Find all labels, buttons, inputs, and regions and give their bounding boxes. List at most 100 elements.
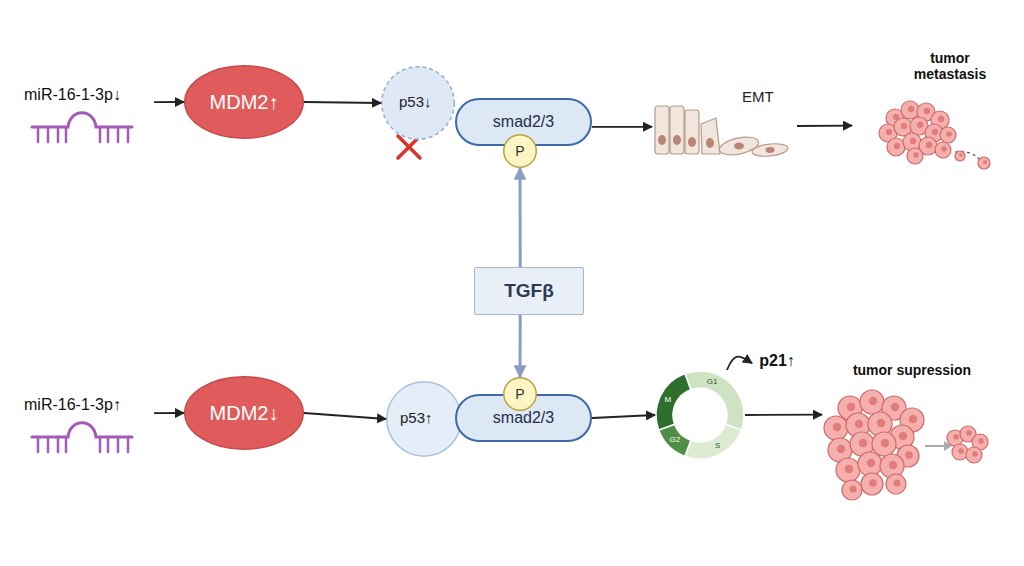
cell-body <box>935 142 951 158</box>
cell-nucleus <box>946 131 952 137</box>
cell-nucleus <box>917 122 923 128</box>
cell-nucleus <box>706 138 714 148</box>
mesenchymal-cell <box>751 142 788 158</box>
tumor-cell <box>860 390 884 414</box>
pathway-arrow <box>519 315 522 377</box>
cell-nucleus <box>845 465 853 473</box>
pathway-arrow <box>154 101 184 103</box>
cell-nucleus <box>959 153 963 157</box>
cell-nucleus <box>909 415 917 423</box>
pathway-arrow <box>154 412 184 414</box>
cell-cycle: G1SG2M <box>655 370 745 460</box>
phospho-circle: P <box>503 134 537 168</box>
cell-nucleus <box>908 106 914 112</box>
tumor-cell <box>907 148 923 164</box>
node-shape <box>185 377 304 450</box>
cell-nucleus <box>847 403 855 411</box>
node-label: p53↑ <box>400 409 455 426</box>
tumor-clusters <box>824 101 990 500</box>
cell-body <box>940 127 956 143</box>
cell-body <box>952 444 968 460</box>
cell-nucleus <box>881 439 889 447</box>
cell-nucleus <box>891 403 899 411</box>
phase-label: G1 <box>707 377 718 386</box>
cell-body <box>861 473 883 495</box>
cell-nucleus <box>941 146 947 152</box>
cell-body <box>901 101 919 119</box>
node-label: tumor supression <box>822 362 1002 378</box>
node-label: p21↑ <box>752 350 802 372</box>
pathway-arrow <box>519 168 522 267</box>
cell-nucleus <box>673 135 681 145</box>
cell-nucleus <box>688 137 696 147</box>
phase-label: S <box>715 441 720 450</box>
node-shape <box>387 382 462 457</box>
cell-nucleus <box>913 152 919 158</box>
tumor-cell <box>858 452 882 476</box>
cell-nucleus <box>869 479 877 487</box>
outcome-illustration: tumor supression <box>822 362 1002 497</box>
cell-nucleus <box>869 397 877 405</box>
node-label: MDM2↑ <box>184 65 304 139</box>
cell-nucleus <box>855 420 863 428</box>
cell-body <box>872 432 896 456</box>
cell-nucleus <box>905 451 913 459</box>
rna-bases <box>38 437 128 452</box>
pathway-arrow <box>592 415 655 418</box>
cell-nucleus <box>910 138 916 144</box>
mirna-hairpin <box>32 113 132 142</box>
cell-body <box>966 447 982 463</box>
cell-nucleus <box>938 116 944 122</box>
cell-nucleus <box>766 147 775 153</box>
node-label: P <box>503 377 537 411</box>
cell-nucleus <box>924 108 930 114</box>
pathway-arrow <box>304 102 381 103</box>
cell-body <box>978 157 990 169</box>
cell-body <box>824 416 848 440</box>
transition-cell <box>701 118 720 154</box>
tumor-cell <box>966 447 982 463</box>
cell-nucleus <box>958 448 964 454</box>
cell-body <box>836 458 860 482</box>
node-label: EMT <box>742 88 792 105</box>
cell-nucleus <box>926 142 932 148</box>
cell-body <box>860 390 884 414</box>
phase-label: G2 <box>670 436 681 445</box>
cell-body <box>955 151 965 161</box>
tumor-cell <box>836 458 860 482</box>
phase-segment <box>685 371 744 430</box>
shrink-arrow <box>925 445 944 447</box>
cell-nucleus <box>978 438 984 444</box>
phase-segment <box>656 374 691 430</box>
gene-label: p21↑ <box>752 350 802 372</box>
cell-nucleus <box>894 480 901 487</box>
cell-nucleus <box>932 129 938 135</box>
node-label: miR-16-1-3p↓ <box>24 86 154 104</box>
emt-cells <box>655 106 789 158</box>
node-shape <box>504 378 537 411</box>
pathway-arrow <box>797 125 852 127</box>
signal-box: TGFβ <box>474 267 584 315</box>
phospho-circle: P <box>503 377 537 411</box>
mirna-hairpin <box>32 423 132 452</box>
tumor-cell <box>887 138 905 156</box>
tumor-cell <box>940 127 956 143</box>
cell-body <box>907 148 923 164</box>
node-shape <box>504 135 537 168</box>
node-label: TGFβ <box>475 268 583 314</box>
node-label: miR-16-1-3p↑ <box>24 396 154 414</box>
cell-nucleus <box>859 439 867 447</box>
cell-body <box>886 474 906 494</box>
epithelial-cell <box>685 110 699 154</box>
cell-nucleus <box>894 143 900 149</box>
cell-nucleus <box>850 486 857 493</box>
node-outline <box>655 370 745 460</box>
cell-nucleus <box>837 445 845 453</box>
mirna-label: miR-16-1-3p↑ <box>24 396 154 462</box>
tumor-cell <box>842 480 862 500</box>
node-label: tumor metastasis <box>900 50 1000 82</box>
mirna-label: miR-16-1-3p↓ <box>24 86 154 156</box>
tumor-cell <box>955 151 965 161</box>
cell-body <box>842 480 862 500</box>
node-label: p53↓ <box>399 93 454 110</box>
